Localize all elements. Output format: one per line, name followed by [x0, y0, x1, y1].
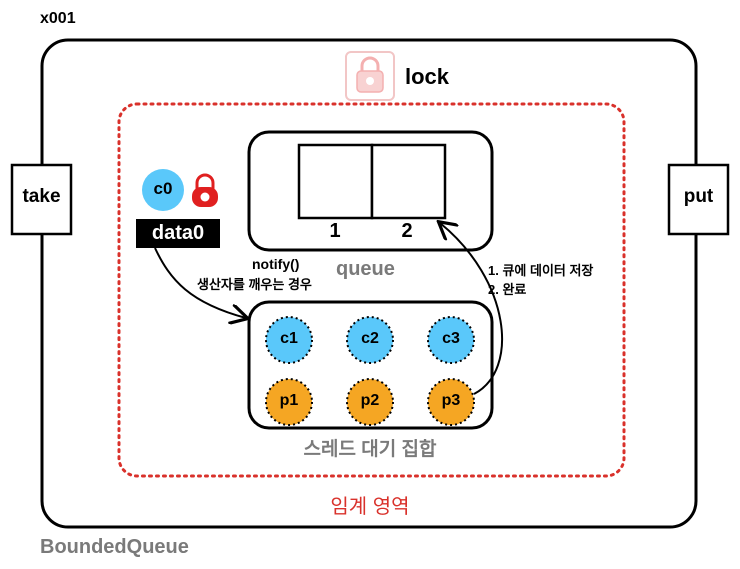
- data0-badge: [136, 219, 220, 248]
- take-method-box: [10, 163, 73, 236]
- notify-arrow: [154, 247, 246, 318]
- consumer-c1-label: c1: [280, 330, 298, 347]
- consumer-c0-circle: [142, 169, 184, 211]
- queue-slot-2: [370, 143, 447, 220]
- queue-slot-2-label: 2: [401, 220, 413, 242]
- producer-step-2: 2. 완료: [488, 282, 527, 297]
- queue-slot-1: [297, 143, 374, 220]
- put-label: put: [683, 186, 714, 207]
- consumer-c0-label: c0: [153, 179, 173, 198]
- put-method-box: [667, 163, 730, 236]
- producer-p2-label: p2: [360, 392, 380, 409]
- take-label: take: [22, 186, 61, 207]
- consumer-c2-circle: [346, 316, 394, 364]
- consumer-c3-circle: [427, 316, 475, 364]
- notify-call-label: notify(): [252, 256, 300, 272]
- critical-section-label: 임계 영역: [330, 496, 410, 518]
- wait-set-label: 스레드 대기 집합: [303, 439, 437, 460]
- consumer-c1-circle: [265, 316, 313, 364]
- consumer-c2-label: c2: [361, 330, 379, 347]
- producer-store-arrow: [440, 223, 503, 395]
- notify-desc-label: 생산자를 깨우는 경우: [197, 277, 312, 292]
- wait-set-threads: [265, 316, 475, 426]
- producer-p2-circle: [346, 378, 394, 426]
- producer-p1-label: p1: [279, 392, 299, 409]
- critical-section-box: [117, 102, 626, 478]
- queue-slot-1-label: 1: [329, 220, 341, 242]
- data0-label: data0: [151, 222, 205, 244]
- producer-p1-circle: [265, 378, 313, 426]
- producer-p3-circle: [427, 378, 475, 426]
- held-lock-icon: [192, 173, 218, 207]
- lock-icon: [345, 51, 395, 101]
- producer-step-1: 1. 큐에 데이터 저장: [488, 263, 594, 278]
- producer-p3-label: p3: [441, 392, 461, 409]
- consumer-c3-label: c3: [442, 330, 460, 347]
- object-id-label: x001: [40, 10, 76, 27]
- bounded-queue-object-box: [40, 38, 698, 529]
- queue-label: queue: [336, 258, 395, 280]
- class-name-label: BoundedQueue: [40, 536, 189, 558]
- lock-label: lock: [405, 64, 450, 89]
